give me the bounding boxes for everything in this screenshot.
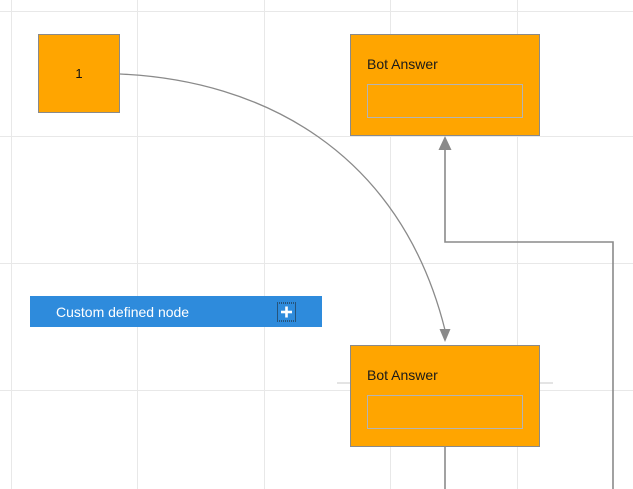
grid-line-horizontal	[0, 11, 633, 12]
bot-answer-bottom-content-slot[interactable]	[367, 395, 523, 429]
bot-answer-top-title: Bot Answer	[367, 56, 438, 72]
custom-defined-node-label: Custom defined node	[56, 303, 190, 320]
grid-line-vertical	[137, 0, 138, 489]
plus-icon[interactable]	[277, 302, 296, 321]
flow-node-bot-answer-top[interactable]: Bot Answer	[350, 34, 540, 136]
grid-line-horizontal	[0, 263, 633, 264]
flow-node-bot-answer-bottom[interactable]: Bot Answer	[350, 345, 540, 447]
bot-answer-top-content-slot[interactable]	[367, 84, 523, 118]
bot-answer-bottom-title: Bot Answer	[367, 367, 438, 383]
grid-line-vertical	[11, 0, 12, 489]
custom-defined-node-button[interactable]: Custom defined node	[30, 296, 322, 327]
grid-line-horizontal	[0, 390, 633, 391]
grid-line-vertical	[264, 0, 265, 489]
grid-line-horizontal	[0, 136, 633, 137]
flow-node-1-label: 1	[75, 66, 83, 81]
flow-node-1[interactable]: 1	[38, 34, 120, 113]
